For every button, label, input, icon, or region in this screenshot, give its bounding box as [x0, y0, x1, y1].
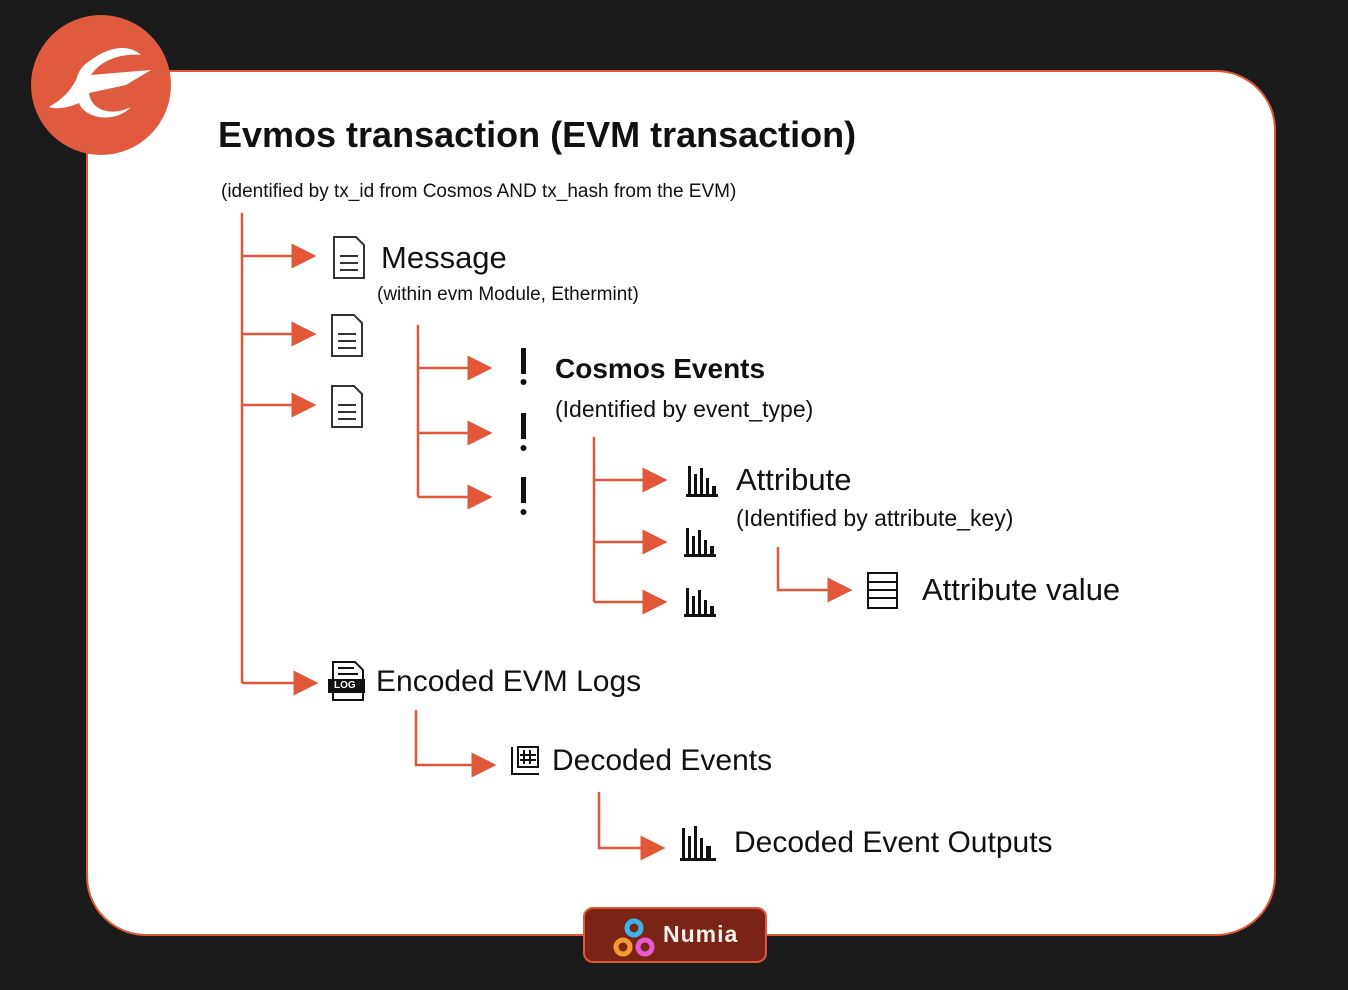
diagram-card	[86, 70, 1276, 936]
page-title: Evmos transaction (EVM transaction)	[218, 114, 857, 155]
attribute-note: (Identified by attribute_key)	[736, 505, 1014, 531]
attribute-label: Attribute	[736, 462, 852, 497]
encoded-logs-label: Encoded EVM Logs	[376, 665, 642, 698]
evmos-logo	[31, 15, 171, 155]
page-subtitle: (identified by tx_id from Cosmos AND tx_…	[221, 181, 737, 202]
cosmos-events-label: Cosmos Events	[555, 353, 766, 384]
decoded-events-icon	[511, 746, 539, 775]
log-badge: LOG	[334, 680, 356, 691]
document-icon	[333, 236, 365, 279]
abacus-icon	[867, 572, 898, 609]
document-icon	[331, 385, 363, 428]
decoded-outputs-label: Decoded Event Outputs	[734, 826, 1053, 859]
message-note: (within evm Module, Ethermint)	[377, 284, 639, 305]
numia-logo-icon	[613, 918, 655, 957]
message-label: Message	[381, 240, 507, 275]
log-file-icon	[328, 661, 365, 701]
document-icon	[331, 314, 363, 357]
document-icons	[331, 236, 365, 428]
decoded-events-label: Decoded Events	[552, 744, 773, 777]
attribute-value-label: Attribute value	[922, 572, 1121, 607]
numia-badge: Numia	[583, 907, 767, 963]
cosmos-events-note: (Identified by event_type)	[555, 396, 814, 422]
exclamation-icons	[520, 348, 527, 515]
numia-label: Numia	[663, 921, 739, 947]
bar-chart-icons	[680, 466, 718, 861]
